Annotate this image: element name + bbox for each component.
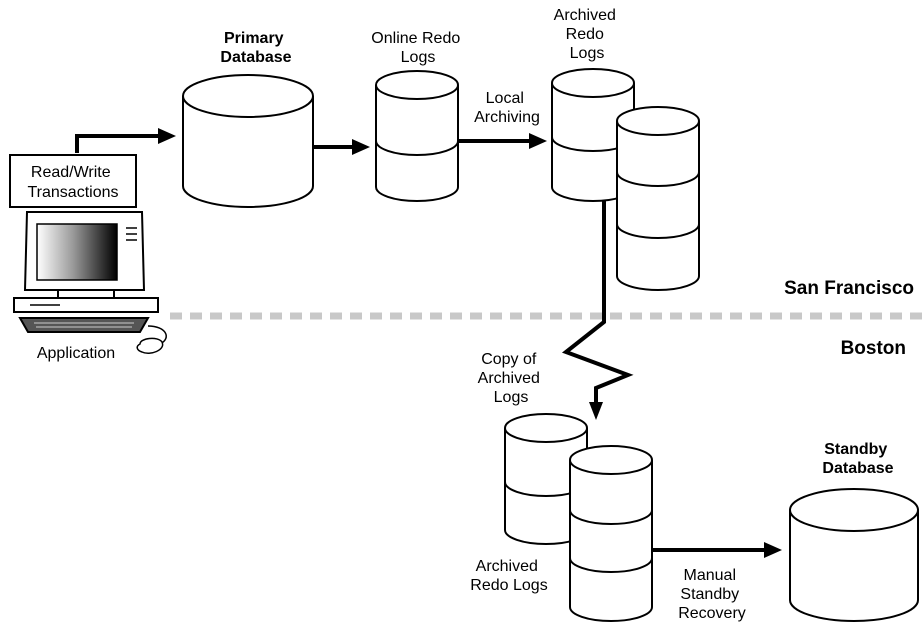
application-label: Application [37,345,115,362]
archived-redo-logs-top-front-cylinder [616,106,700,291]
read-write-transactions-box [9,154,137,208]
archived-redo-logs-top-back-cylinder [551,68,635,202]
copy-of-archived-logs-label: Copy of Archived Logs [478,351,545,406]
primary-database-label: Primary Database [220,30,291,66]
copy-archived-logs-front-cylinder [569,445,653,622]
standby-database-label: Standby Database [822,441,893,477]
local-archiving-arrow [459,133,547,149]
manual-recovery-arrow [653,542,782,558]
network-transmission-arrow [561,200,634,420]
manual-standby-recovery-label: Manual Standby Recovery [678,567,746,622]
primary-database-cylinder [182,74,314,208]
online-redo-logs-cylinder [375,70,459,202]
boston-label: Boston [841,338,906,359]
online-redo-logs-label: Online Redo Logs [371,30,464,66]
archived-redo-logs-top-label: Archived Redo Logs [554,7,621,62]
primary-to-online-arrow [314,139,370,155]
copy-archived-logs-back-cylinder [504,413,588,545]
standby-database-cylinder [789,488,919,622]
read-write-transactions-label: Read/Write Transactions [28,164,119,201]
archived-redo-logs-bottom-label: Archived Redo Logs [470,558,547,594]
desktop-computer-icon [13,211,167,354]
transactions-arrow [75,128,176,153]
san-francisco-label: San Francisco [784,278,914,299]
local-archiving-label: Local Archiving [474,90,540,126]
